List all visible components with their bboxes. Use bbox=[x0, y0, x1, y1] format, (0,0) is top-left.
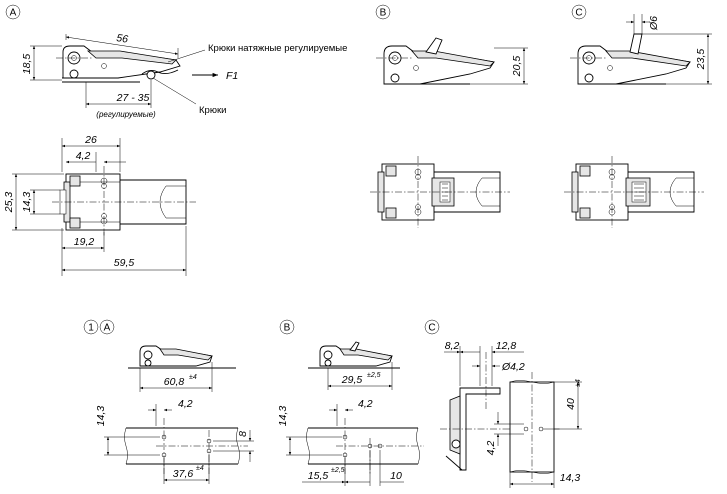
svg-text:20,5: 20,5 bbox=[511, 56, 523, 78]
svg-text:Ø4,2: Ø4,2 bbox=[501, 361, 525, 373]
svg-text:59,5: 59,5 bbox=[114, 257, 135, 269]
svg-text:27 - 35: 27 - 35 bbox=[116, 92, 150, 104]
svg-text:14,3: 14,3 bbox=[277, 406, 289, 427]
svg-text:±4: ±4 bbox=[575, 379, 582, 387]
view-b-side: 20,5 bbox=[376, 37, 528, 85]
svg-text:±2,5: ±2,5 bbox=[367, 372, 381, 379]
svg-text:8: 8 bbox=[237, 431, 249, 437]
svg-text:14,3: 14,3 bbox=[95, 406, 107, 427]
svg-text:14,3: 14,3 bbox=[560, 472, 581, 484]
svg-text:29,5: 29,5 bbox=[341, 374, 363, 386]
svg-text:26: 26 bbox=[84, 134, 97, 146]
svg-text:F1: F1 bbox=[226, 70, 238, 82]
svg-text:15,5: 15,5 bbox=[308, 470, 329, 482]
mount-1a-side: 60,8 ±4 bbox=[128, 345, 236, 392]
svg-text:10: 10 bbox=[390, 470, 402, 482]
svg-text:4,2: 4,2 bbox=[178, 398, 193, 410]
mount-b-side: 29,5 ±2,5 bbox=[308, 341, 400, 390]
svg-text:18,5: 18,5 bbox=[21, 54, 33, 75]
svg-text:B: B bbox=[284, 323, 291, 334]
view-label-b-bottom: B bbox=[279, 319, 295, 335]
view-label-c-bottom: C bbox=[424, 319, 440, 335]
svg-text:±4: ±4 bbox=[196, 465, 204, 472]
view-label-a-top: A bbox=[5, 4, 21, 20]
view-label-a-bottom: A bbox=[99, 319, 115, 335]
svg-text:4,2: 4,2 bbox=[358, 398, 373, 410]
svg-text:37,6: 37,6 bbox=[173, 468, 194, 480]
svg-text:56: 56 bbox=[116, 32, 129, 46]
view-label-1: 1 bbox=[83, 319, 99, 335]
view-b-plan bbox=[370, 156, 510, 228]
svg-text:A: A bbox=[10, 8, 17, 19]
svg-text:A: A bbox=[104, 323, 111, 334]
hook-eye-a bbox=[146, 70, 156, 80]
view-c-plan bbox=[564, 156, 704, 228]
view-a-side: 56 18,5 27 - 35 (регулируемые) Крюки нат… bbox=[21, 32, 347, 119]
svg-text:Ø6: Ø6 bbox=[648, 16, 660, 31]
svg-text:12,8: 12,8 bbox=[496, 340, 517, 352]
svg-text:±2,5: ±2,5 bbox=[331, 467, 345, 474]
svg-text:4,2: 4,2 bbox=[76, 150, 91, 162]
svg-text:B: B bbox=[380, 8, 387, 19]
svg-text:1: 1 bbox=[88, 323, 94, 334]
view-a-plan: 26 4,2 25,3 14,3 19,2 59,5 bbox=[3, 134, 196, 276]
svg-text:C: C bbox=[575, 8, 582, 19]
svg-text:(регулируемые): (регулируемые) bbox=[96, 110, 156, 119]
mount-b-plan: 14,3 4,2 15,5 ±2,5 10 bbox=[277, 398, 424, 486]
svg-text:60,8: 60,8 bbox=[164, 376, 185, 388]
svg-text:23,5: 23,5 bbox=[695, 49, 707, 71]
view-c-side: Ø6 23,5 bbox=[570, 14, 712, 85]
mount-1a-plan: 14,3 4,2 8 37,6 ±4 bbox=[95, 398, 254, 484]
svg-text:8,2: 8,2 bbox=[445, 340, 460, 352]
svg-text:4,2: 4,2 bbox=[485, 441, 497, 456]
view-label-c-top: C bbox=[571, 4, 587, 20]
mount-c: 8,2 12,8 Ø4,2 40 ±4 4,2 14,3 bbox=[440, 340, 582, 488]
svg-text:Крюки: Крюки bbox=[199, 105, 226, 116]
svg-text:Крюки натяжные регулируемые: Крюки натяжные регулируемые bbox=[208, 43, 347, 54]
svg-text:19,2: 19,2 bbox=[74, 236, 95, 248]
svg-text:±4: ±4 bbox=[189, 374, 197, 381]
svg-text:C: C bbox=[428, 323, 435, 334]
svg-text:40: 40 bbox=[565, 398, 577, 410]
view-label-b-top: B bbox=[375, 4, 391, 20]
svg-text:25,3: 25,3 bbox=[3, 192, 15, 214]
svg-text:14,3: 14,3 bbox=[21, 192, 33, 213]
